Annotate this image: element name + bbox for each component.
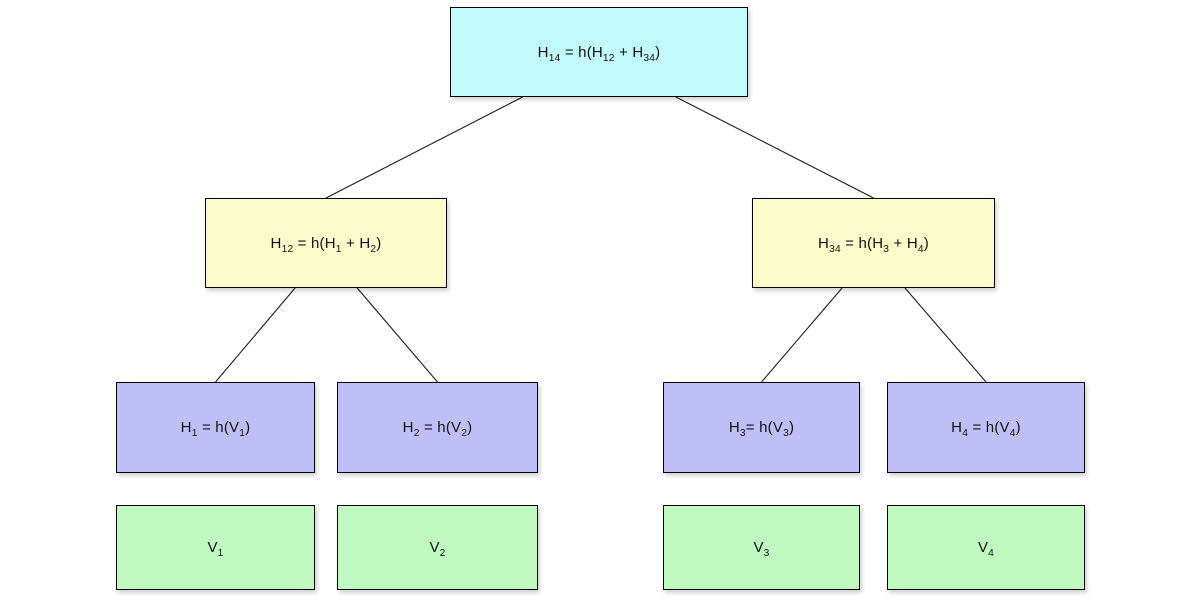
tree-node-label: H1 = h(V1): [180, 419, 251, 439]
tree-node-leaf-hash-3: H3= h(V3): [663, 382, 860, 473]
connector-line: [761, 287, 843, 383]
tree-node-value-3: V3: [663, 505, 860, 590]
tree-node-value-1: V1: [116, 505, 315, 590]
connector-line: [325, 96, 523, 199]
connector-line: [356, 287, 438, 383]
tree-node-branch-hash-34: H34 = h(H3 + H4): [752, 198, 995, 288]
tree-node-label: H3= h(V3): [728, 419, 795, 439]
connector-line: [215, 287, 296, 383]
tree-node-label: V3: [753, 539, 770, 559]
tree-node-label: V1: [207, 539, 224, 559]
tree-node-label: H34 = h(H3 + H4): [818, 234, 929, 255]
tree-node-leaf-hash-1: H1 = h(V1): [116, 382, 315, 473]
tree-node-root-hash: H14 = h(H12 + H34): [450, 7, 748, 97]
tree-node-branch-hash-12: H12 = h(H1 + H2): [205, 198, 447, 288]
tree-node-label: H14 = h(H12 + H34): [537, 43, 661, 64]
tree-node-label: H12 = h(H1 + H2): [270, 234, 382, 255]
tree-node-label: H2 = h(V2): [402, 419, 473, 439]
tree-node-leaf-hash-4: H4 = h(V4): [887, 382, 1085, 473]
tree-node-label: V4: [977, 539, 995, 559]
tree-node-label: H4 = h(V4): [951, 419, 1021, 439]
connector-line: [904, 287, 987, 383]
tree-node-value-2: V2: [337, 505, 538, 590]
connector-line: [675, 96, 874, 199]
tree-node-leaf-hash-2: H2 = h(V2): [337, 382, 538, 473]
tree-node-label: V2: [429, 539, 446, 559]
tree-node-value-4: V4: [887, 505, 1085, 590]
